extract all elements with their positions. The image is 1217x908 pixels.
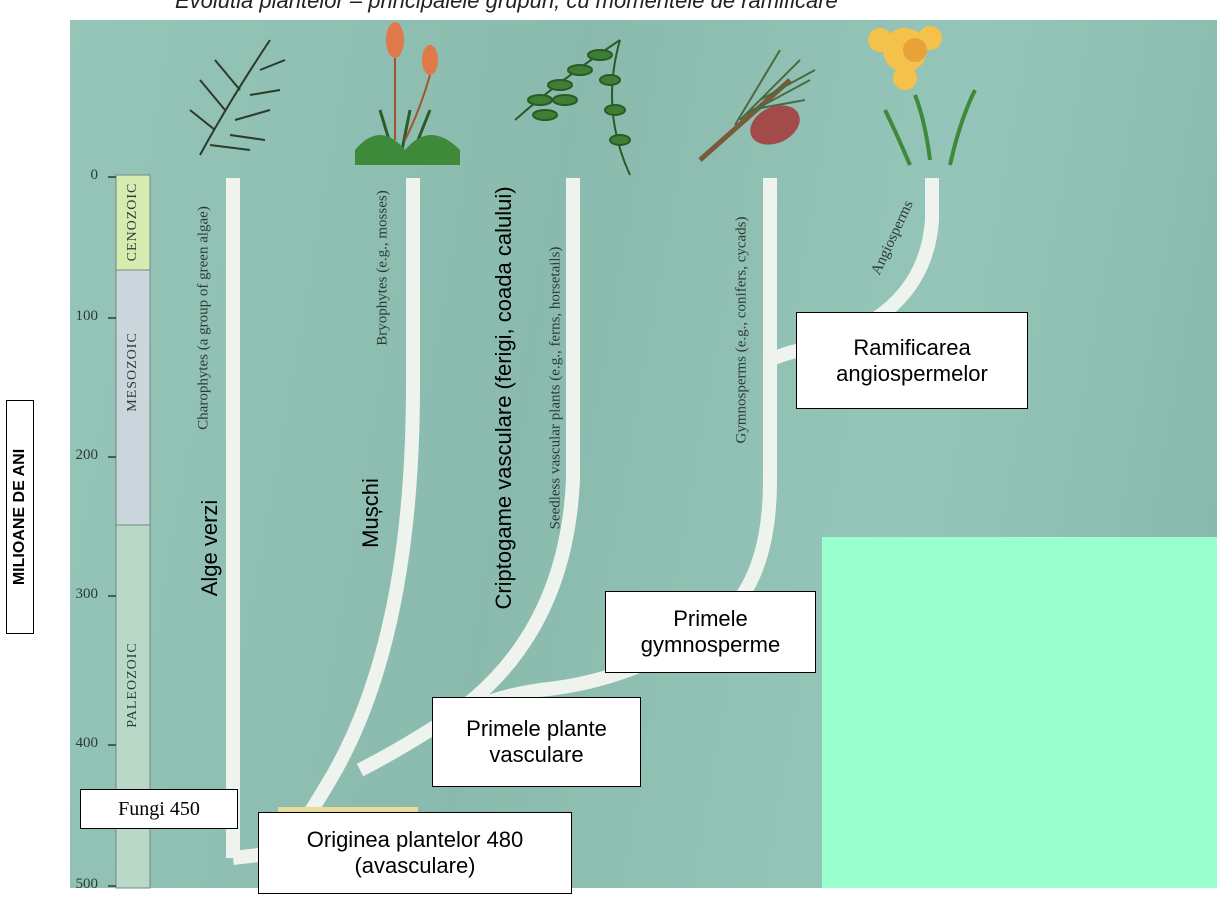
tick-label: 500 <box>58 876 98 893</box>
era-paleozoic: PALEOZOIC <box>125 642 141 728</box>
era-mesozoic: MESOZOIC <box>125 332 141 412</box>
tick-label: 400 <box>58 735 98 752</box>
originea-plantelor-box: Originea plantelor 480 (avasculare) <box>258 812 572 894</box>
tick-label: 0 <box>58 167 98 184</box>
cover-panel <box>822 537 1217 888</box>
label-bryophytes-ro: Mușchi <box>358 478 384 548</box>
fungi-box: Fungi 450 <box>80 789 238 829</box>
label-seedless-book: Seedless vascular plants (e.g., ferns, h… <box>548 247 565 530</box>
label-gymnosperms-book: Gymnosperms (e.g., conifers, cycads) <box>734 216 751 443</box>
ramificarea-angiospermelor-box: Ramificarea angiospermelor <box>796 312 1028 409</box>
daffodil-icon <box>868 26 975 165</box>
y-axis-title: MILIOANE DE ANI <box>6 400 34 634</box>
label-charophytes-book: Charophytes (a group of green algae) <box>196 206 213 430</box>
primele-plante-vasculare-box: Primele plante vasculare <box>432 697 641 787</box>
moss-icon <box>355 22 460 165</box>
label-bryophytes-book: Bryophytes (e.g., mosses) <box>375 190 392 345</box>
label-charophytes-ro: Alge verzi <box>197 500 223 597</box>
tick-label: 200 <box>58 447 98 464</box>
tick-label: 300 <box>58 586 98 603</box>
fern-icon <box>515 40 630 175</box>
label-seedless-ro: Criptogame vasculare (ferigi, coada calu… <box>491 186 517 609</box>
tick-label: 100 <box>58 308 98 325</box>
branch-seedless <box>360 178 573 770</box>
era-cenozoic: CENOZOIC <box>125 183 141 262</box>
conifer-icon <box>700 50 815 160</box>
algae-icon <box>190 40 285 155</box>
primele-gymnosperme-box: Primele gymnosperme <box>605 591 816 673</box>
axis-ticks <box>108 177 116 886</box>
